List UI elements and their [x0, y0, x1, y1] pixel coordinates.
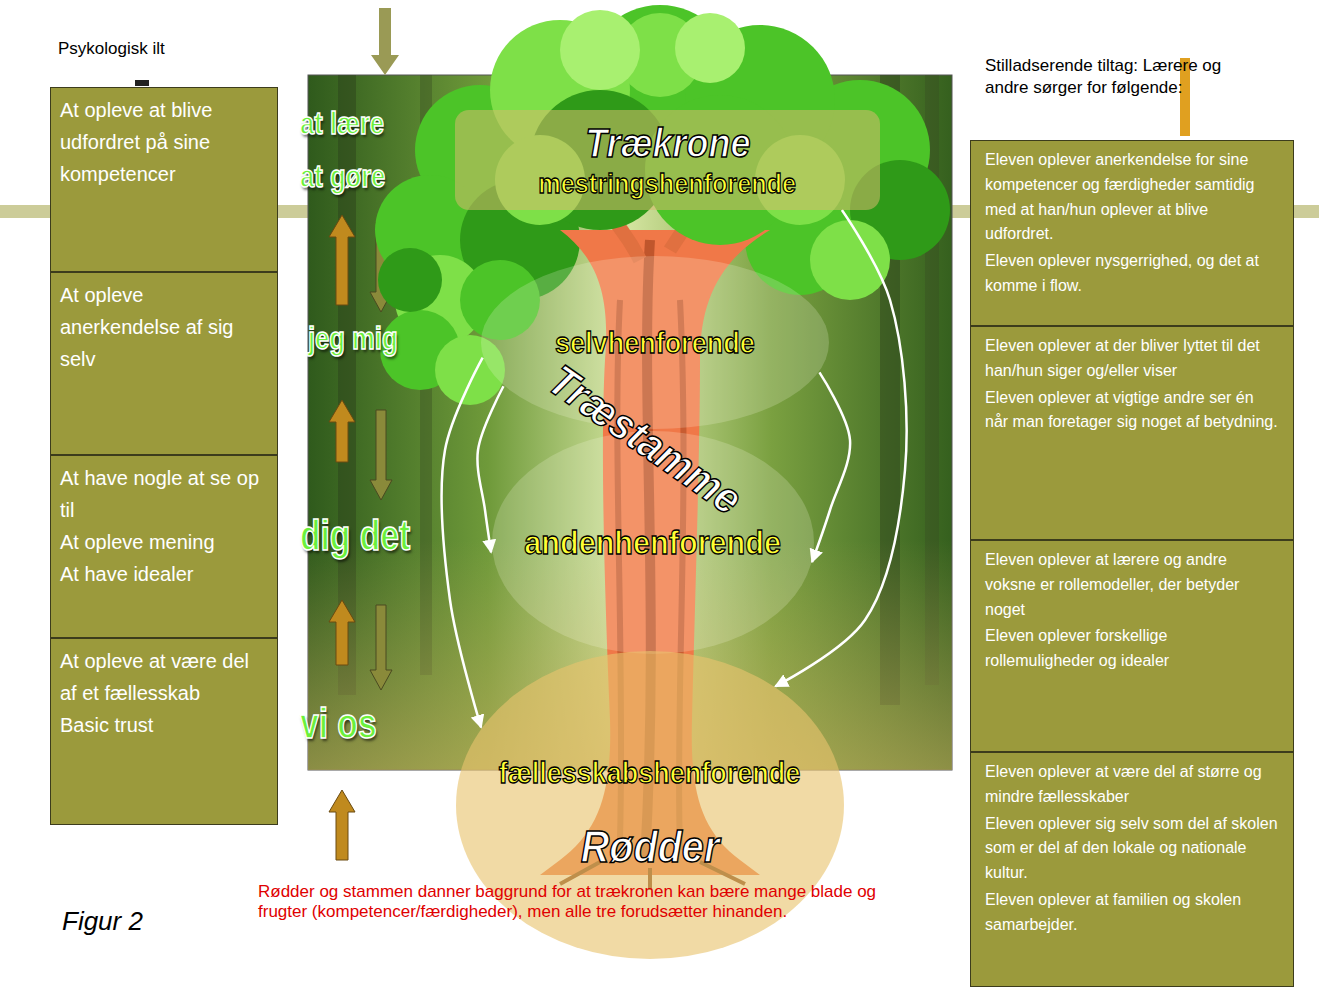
up-arrow — [329, 400, 355, 462]
node-subtext: Eleven oplever at vigtige andre ser én n… — [985, 386, 1279, 436]
node-subtext: Eleven oplever sig selv som del af skole… — [985, 812, 1279, 886]
down-arrow — [370, 410, 392, 500]
node-text: At opleve anerkendelse af sig selv — [60, 279, 268, 375]
scaffold-box: Eleven oplever at være del af større og … — [970, 752, 1294, 987]
scaffold-box: Eleven oplever at der bliver lyttet til … — [970, 326, 1294, 540]
trunk-label: Træstamme — [538, 354, 752, 526]
flow-arrow — [441, 358, 482, 728]
down-arrow — [371, 8, 399, 75]
up-arrow — [329, 790, 355, 860]
flow-arrow — [775, 210, 906, 686]
pronoun-word: dig det — [300, 512, 410, 560]
node-text: At have nogle at se op til — [60, 462, 268, 526]
node-subtext: Eleven oplever forskellige rollemulighed… — [985, 624, 1279, 674]
leaves — [675, 13, 745, 83]
pronoun-word: at gøre — [300, 158, 385, 195]
ellipse-shape — [481, 256, 829, 429]
up-arrow — [329, 600, 355, 665]
leaves — [560, 10, 640, 90]
pronoun-word: at lære — [300, 105, 384, 142]
node-text: fællesskabshenforende — [499, 755, 801, 791]
up-arrow — [329, 215, 355, 305]
pronoun-word: vi os — [300, 700, 377, 748]
oxygen-box: At have nogle at se op tilAt opleve meni… — [50, 455, 278, 638]
node-text: At opleve at blive udfordret på sine kom… — [60, 94, 268, 190]
leaves — [810, 220, 890, 300]
node-subtext: Basic trust — [60, 709, 268, 741]
node-subtext: At opleve mening — [60, 526, 268, 558]
node-text: Trækrone — [585, 119, 750, 167]
node-subtext: Rødder — [581, 821, 720, 874]
note-text: Rødder og stammen danner baggrund for at… — [258, 882, 888, 923]
node-text: Eleven oplever at lærere og andre voksne… — [985, 548, 1279, 622]
node-text: At opleve at være del af et fællesskab — [60, 645, 268, 709]
oxygen-box: At opleve anerkendelse af sig selv — [50, 272, 278, 455]
pronoun-word: jeg mig — [308, 320, 398, 357]
column-heading: Stilladserende tiltag: Lærere og andre s… — [985, 55, 1240, 99]
node-subtext: mestringshenforende — [539, 167, 797, 201]
node-subtext: Eleven oplever at familien og skolen sam… — [985, 888, 1279, 938]
scaffold-box: Eleven oplever at lærere og andre voksne… — [970, 540, 1294, 752]
down-arrow — [370, 605, 392, 690]
figure-caption: Figur 2 — [62, 906, 143, 937]
tick-mark — [135, 80, 149, 86]
column-heading: Psykologisk ilt — [58, 38, 165, 60]
flow-arrow — [812, 372, 850, 562]
leaves — [378, 248, 442, 312]
scaffold-box: Eleven oplever anerkendelse for sine kom… — [970, 140, 1294, 326]
oxygen-box: At opleve at være del af et fællesskabBa… — [50, 638, 278, 825]
node-text: andenhenforende — [524, 522, 781, 563]
node-text: Eleven oplever anerkendelse for sine kom… — [985, 148, 1279, 247]
crown-box: Trækronemestringshenforende — [455, 110, 880, 210]
oxygen-box: At opleve at blive udfordret på sine kom… — [50, 87, 278, 272]
node-text: selvhenforende — [555, 325, 755, 361]
node-subtext: Eleven oplever nysgerrighed, og det at k… — [985, 249, 1279, 299]
node-subtext: At have idealer — [60, 558, 268, 590]
node-text: Eleven oplever at være del af større og … — [985, 760, 1279, 810]
level-ellipse: selvhenforende — [480, 255, 830, 430]
node-text: Eleven oplever at der bliver lyttet til … — [985, 334, 1279, 384]
